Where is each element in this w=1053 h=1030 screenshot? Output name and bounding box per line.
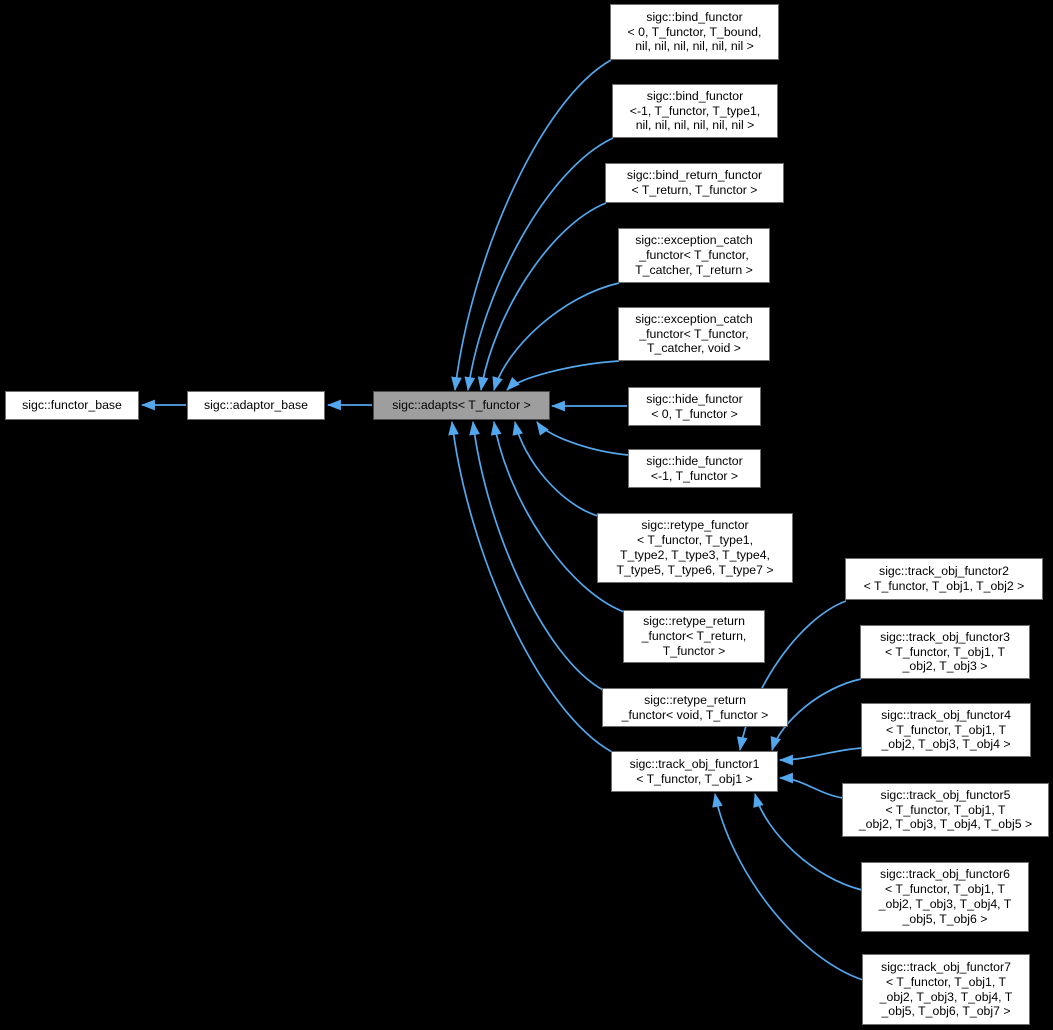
class-node-exception_catch_functor_void[interactable]: sigc::exception_catch _functor< T_functo… [618,307,770,361]
class-node-label: sigc::hide_functor < 0, T_functor > [646,391,743,421]
inheritance-arrow-exception_catch_functor_return-to-adapts [492,282,620,392]
inheritance-arrow-track_obj_functor7-to-track_obj_functor1 [712,792,864,981]
class-node-label: sigc::adapts< T_functor > [392,398,531,413]
class-node-label: sigc::adaptor_base [204,398,308,413]
class-node-label: sigc::bind_functor < 0, T_functor, T_bou… [627,9,762,54]
inheritance-arrow-track_obj_functor4-to-track_obj_functor1 [778,747,863,766]
class-node-track_obj_functor5[interactable]: sigc::track_obj_functor5 < T_functor, T_… [842,783,1049,837]
class-node-label: sigc::hide_functor <-1, T_functor > [646,453,743,483]
class-node-label: sigc::track_obj_functor7 < T_functor, T_… [879,959,1013,1019]
class-node-label: sigc::retype_return _functor< T_return, … [641,614,747,658]
inheritance-arrow-retype_return_functor_T-to-adapts [490,420,625,613]
class-node-adaptor_base[interactable]: sigc::adaptor_base [187,391,325,420]
inheritance-arrow-track_obj_functor2-to-track_obj_functor1 [736,600,847,752]
class-node-label: sigc::track_obj_functor1 < T_functor, T_… [629,756,760,786]
class-node-label: sigc::track_obj_functor3 < T_functor, T_… [880,629,1010,674]
class-node-track_obj_functor6[interactable]: sigc::track_obj_functor6 < T_functor, T_… [861,862,1029,932]
inheritance-arrow-retype_functor-to-adapts [512,420,599,517]
inheritance-arrow-track_obj_functor1-to-adapts [448,420,613,753]
inheritance-arrow-track_obj_functor5-to-track_obj_functor1 [778,772,844,799]
class-node-label: sigc::exception_catch _functor< T_functo… [635,311,753,356]
class-node-track_obj_functor7[interactable]: sigc::track_obj_functor7 < T_functor, T_… [862,954,1030,1025]
class-node-label: sigc::retype_functor < T_functor, T_type… [616,518,774,577]
class-node-adapts[interactable]: sigc::adapts< T_functor > [373,391,550,420]
class-node-label: sigc::retype_return _functor< void, T_fu… [621,692,769,722]
class-node-exception_catch_functor_return[interactable]: sigc::exception_catch _functor< T_functo… [618,228,770,283]
class-node-label: sigc::functor_base [22,398,122,413]
inheritance-arrow-bind_return_functor-to-adapts [477,202,607,392]
inheritance-arrow-track_obj_functor3-to-track_obj_functor1 [770,678,862,752]
inheritance-arrow-retype_return_functor_void-to-adapts [469,420,604,691]
inheritance-arrow-bind_functor_0-to-adapts [451,59,612,392]
class-node-track_obj_functor2[interactable]: sigc::track_obj_functor2 < T_functor, T_… [845,558,1043,600]
inheritance-arrow-track_obj_functor6-to-track_obj_functor1 [753,792,863,891]
class-node-label: sigc::track_obj_functor4 < T_functor, T_… [881,707,1011,752]
class-node-label: sigc::bind_return_functor < T_return, T_… [626,168,763,197]
inheritance-arrow-hide_functor_m1-to-adapts [536,421,629,456]
inheritance-arrow-exception_catch_functor_void-to-adapts [506,360,620,391]
class-node-retype_return_functor_void[interactable]: sigc::retype_return _functor< void, T_fu… [602,688,788,727]
class-node-label: sigc::track_obj_functor5 < T_functor, T_… [858,787,1033,832]
inheritance-arrow-bind_functor_m1-to-adapts [464,137,614,392]
class-node-bind_functor_0[interactable]: sigc::bind_functor < 0, T_functor, T_bou… [610,4,779,60]
class-node-hide_functor_0[interactable]: sigc::hide_functor < 0, T_functor > [628,387,761,426]
class-node-label: sigc::track_obj_functor6 < T_functor, T_… [878,867,1012,926]
class-node-bind_functor_m1[interactable]: sigc::bind_functor <-1, T_functor, T_typ… [612,84,778,138]
class-node-bind_return_functor[interactable]: sigc::bind_return_functor < T_return, T_… [605,163,784,203]
class-node-track_obj_functor4[interactable]: sigc::track_obj_functor4 < T_functor, T_… [861,703,1031,757]
class-node-functor_base[interactable]: sigc::functor_base [5,391,139,420]
class-node-track_obj_functor3[interactable]: sigc::track_obj_functor3 < T_functor, T_… [860,625,1030,679]
class-node-retype_functor[interactable]: sigc::retype_functor < T_functor, T_type… [597,513,793,583]
class-node-label: sigc::exception_catch _functor< T_functo… [635,233,753,277]
class-node-retype_return_functor_T[interactable]: sigc::retype_return _functor< T_return, … [623,610,765,663]
class-node-hide_functor_m1[interactable]: sigc::hide_functor <-1, T_functor > [628,449,761,488]
class-node-track_obj_functor1[interactable]: sigc::track_obj_functor1 < T_functor, T_… [611,751,778,792]
class-node-label: sigc::track_obj_functor2 < T_functor, T_… [863,564,1025,593]
class-node-label: sigc::bind_functor <-1, T_functor, T_typ… [629,88,761,133]
